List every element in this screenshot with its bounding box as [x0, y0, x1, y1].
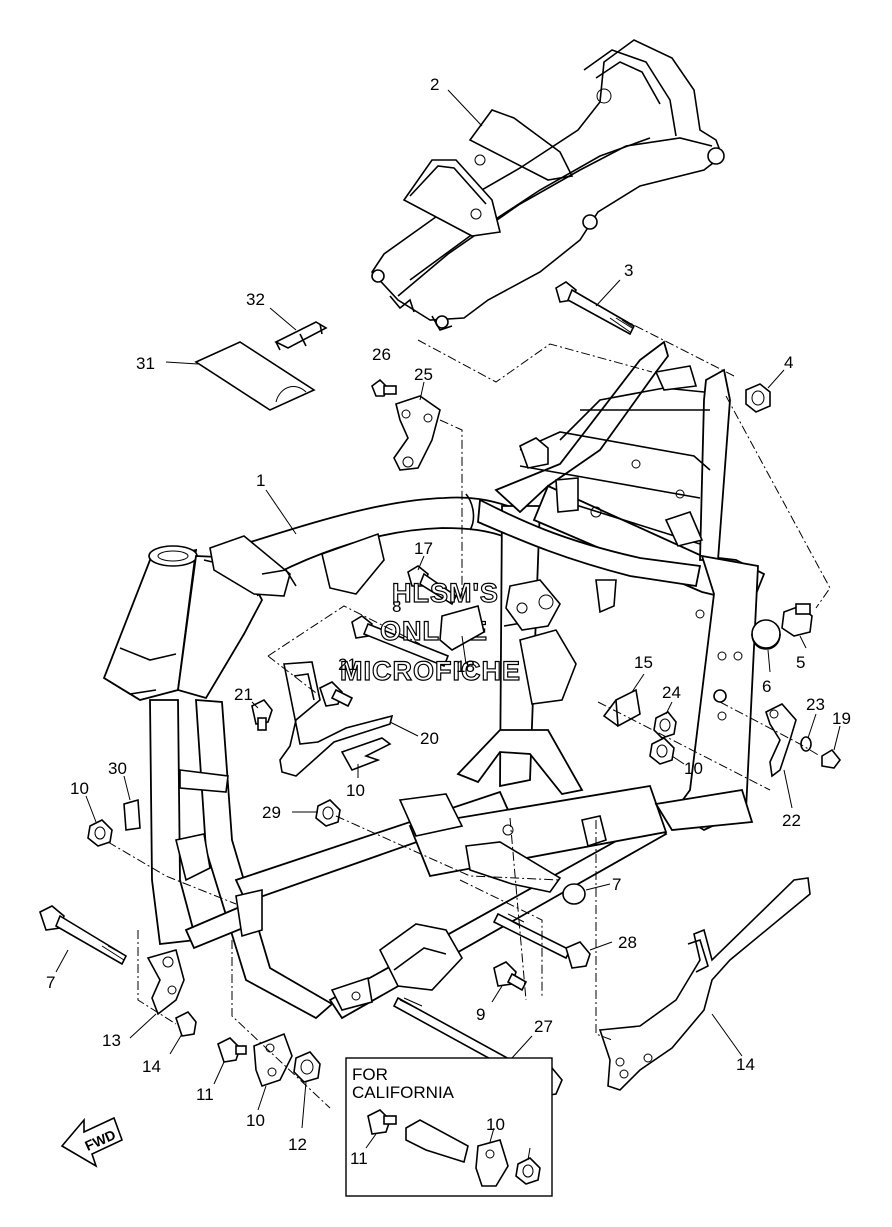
callout-14-bottom: 11 [196, 1085, 214, 1104]
callout-10-mid: 29 [262, 803, 281, 822]
callout-8: 8 [392, 597, 401, 616]
bracket-27[interactable] [598, 877, 811, 1091]
callout-1: 1 [256, 471, 265, 490]
callout-22: 22 [782, 811, 801, 830]
nut-18[interactable] [653, 710, 677, 739]
bolt-23[interactable] [821, 748, 842, 769]
callout-13: 13 [102, 1031, 121, 1050]
nut-10-right[interactable] [649, 737, 675, 765]
nut-10-california[interactable] [515, 1157, 541, 1185]
bolt-8[interactable] [351, 615, 450, 668]
bolt-26[interactable] [371, 378, 397, 397]
bolt-14-lower-left[interactable] [175, 1010, 197, 1037]
nut-4[interactable] [745, 383, 771, 413]
callout-3: 3 [624, 261, 633, 280]
bracket-19[interactable] [279, 661, 394, 777]
callout-10-right: 10 [684, 759, 703, 778]
callout-7-right: 28 [618, 933, 637, 952]
nut-29[interactable] [562, 883, 586, 905]
nut-10-left[interactable] [87, 819, 113, 847]
callout-4: 4 [784, 353, 793, 372]
callout-20: 10 [346, 781, 365, 800]
bolt-17[interactable] [407, 565, 458, 606]
svg-text:HLSM'S: HLSM'S [392, 578, 499, 608]
california-box-title-line2: CALIFORNIA [352, 1083, 455, 1102]
callout-32: 32 [246, 290, 265, 309]
callout-29: 7 [612, 875, 621, 894]
cap-6[interactable] [751, 619, 781, 650]
main-frame[interactable] [102, 340, 766, 1020]
callout-14-lower-left: 14 [142, 1057, 161, 1076]
callout-5: 5 [796, 653, 805, 672]
fwd-arrow: FWD [60, 1116, 124, 1168]
bolt-28[interactable] [493, 961, 528, 992]
nut-10-mid[interactable] [315, 799, 341, 827]
callout-18: 24 [662, 683, 681, 702]
bolt-7-right[interactable] [492, 912, 591, 969]
callout-10-left: 10 [70, 779, 89, 798]
callout-23: 19 [832, 709, 851, 728]
rear-fender-subframe[interactable] [370, 39, 725, 331]
callout-17: 17 [414, 539, 433, 558]
bolt-12[interactable] [367, 1109, 397, 1135]
bolt-21-upper[interactable] [319, 681, 354, 708]
bolt-5[interactable] [781, 603, 813, 637]
washer-24[interactable] [800, 736, 812, 752]
callout-11-left: 10 [246, 1111, 265, 1130]
callout-6: 6 [762, 677, 771, 696]
cover-31[interactable] [194, 341, 316, 411]
callout-15: 15 [634, 653, 653, 672]
callout-7-left: 7 [46, 973, 55, 992]
bracket-15[interactable] [602, 688, 641, 728]
assembly-guide-lines [107, 317, 831, 1109]
california-box: FOR CALIFORNIA 11 10 [345, 1057, 553, 1197]
bolt-21-lower[interactable] [251, 698, 273, 731]
callout-28: 9 [476, 1005, 485, 1024]
callout-24: 23 [806, 695, 825, 714]
bracket-13[interactable] [146, 949, 185, 1016]
callout-31: 31 [136, 354, 155, 373]
bolt-14-bottom[interactable] [217, 1037, 247, 1063]
callout-2: 2 [430, 75, 439, 94]
callout-11-california: 10 [486, 1115, 505, 1134]
bracket-16[interactable] [439, 605, 485, 651]
damper-30[interactable] [123, 798, 141, 831]
california-box-title-line1: FOR [352, 1065, 388, 1084]
nut-10-bottom-left[interactable] [293, 1051, 321, 1083]
svg-text:MICROFICHE: MICROFICHE [340, 656, 521, 686]
callout-30: 30 [108, 759, 127, 778]
bracket-11-left[interactable] [253, 1032, 293, 1088]
bracket-11-california[interactable] [475, 1139, 509, 1187]
clip-20[interactable] [340, 737, 392, 771]
callout-19: 20 [420, 729, 439, 748]
callout-9: 27 [534, 1017, 553, 1036]
bracket-22[interactable] [765, 703, 797, 778]
clip-32[interactable] [274, 321, 328, 351]
callout-21-upper: 21 [338, 655, 357, 674]
callout-12: 11 [350, 1149, 368, 1168]
callout-21-lower: 21 [234, 685, 253, 704]
callout-16: 18 [456, 657, 475, 676]
callout-26: 26 [372, 345, 391, 364]
bolt-7-left[interactable] [39, 905, 128, 966]
callout-27: 14 [736, 1055, 755, 1074]
bracket-25[interactable] [393, 395, 441, 471]
callout-25: 25 [414, 365, 433, 384]
callout-10-bottom-left: 12 [288, 1135, 307, 1154]
bolt-3[interactable] [555, 281, 636, 336]
